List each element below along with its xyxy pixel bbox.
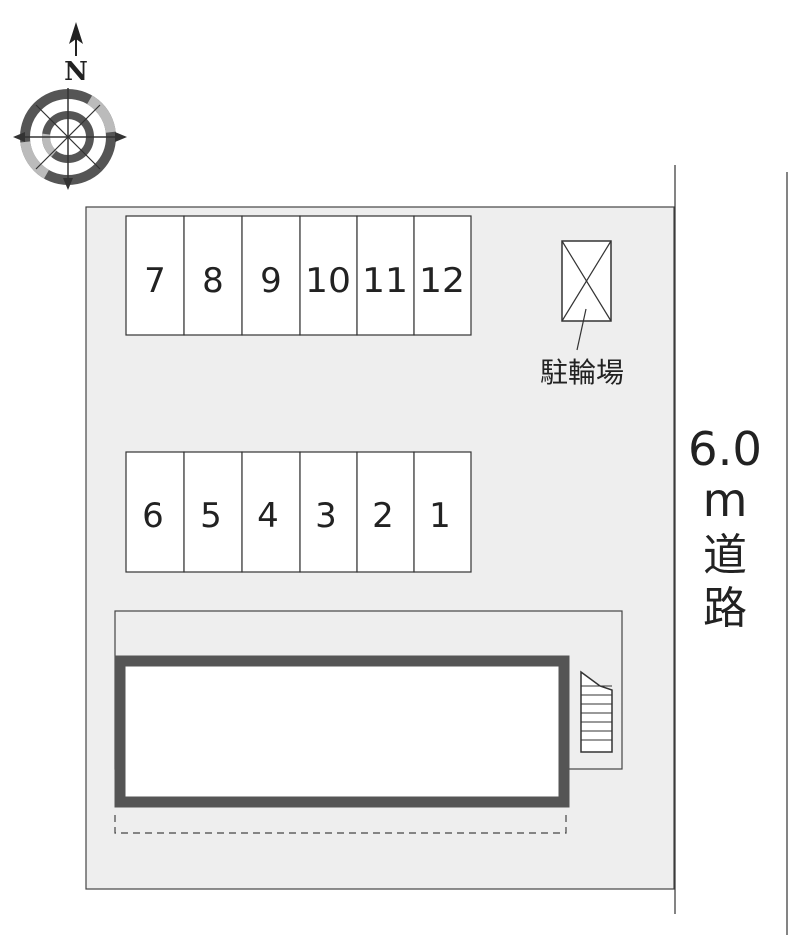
parking-stall (183, 215, 243, 336)
parking-stall (299, 451, 358, 573)
parking-stall-number: 12 (419, 261, 465, 301)
parking-stall (413, 451, 472, 573)
parking-stall-number: 1 (429, 496, 451, 536)
parking-stall (299, 215, 358, 336)
parking-stall (241, 215, 301, 336)
road-width-value: 6.0 (688, 422, 762, 476)
bicycle-parking-label: 駐輪場 (540, 356, 624, 389)
compass: N (13, 22, 127, 190)
parking-row-top: 7 8 9 10 11 12 (125, 215, 472, 336)
parking-stall (125, 451, 185, 573)
road: 6.0 m 道 路 (674, 165, 788, 935)
parking-stall-number: 2 (372, 496, 394, 536)
parking-stall-number: 11 (362, 261, 408, 301)
parking-stall-number: 9 (260, 261, 282, 301)
building-wall (114, 655, 570, 808)
parking-stall (356, 215, 415, 336)
north-label: N (64, 57, 88, 87)
road-width-unit: m (703, 473, 748, 527)
parking-stall-number: 10 (305, 261, 351, 301)
parking-stall-number: 3 (315, 496, 337, 536)
bicycle-parking: 駐輪場 (540, 240, 624, 389)
compass-rose-icon (13, 88, 127, 190)
road-label-char: 路 (703, 583, 747, 634)
parking-stall (241, 451, 301, 573)
balcony-outline (114, 815, 567, 834)
parking-stall-number: 4 (257, 496, 279, 536)
parking-stall-number: 7 (144, 261, 166, 301)
leader-line (576, 308, 587, 351)
parking-stall (356, 451, 415, 573)
parking-stall-number: 8 (202, 261, 224, 301)
parking-stall (413, 215, 472, 336)
parking-row-bottom: 6 5 4 3 2 1 (125, 451, 472, 573)
parking-stall (183, 451, 243, 573)
stairs-icon (580, 670, 613, 753)
building (114, 610, 623, 834)
parking-stall-number: 6 (142, 496, 164, 536)
road-label-char: 道 (703, 530, 747, 581)
north-arrow-icon (69, 22, 83, 56)
parking-stall-number: 5 (200, 496, 222, 536)
